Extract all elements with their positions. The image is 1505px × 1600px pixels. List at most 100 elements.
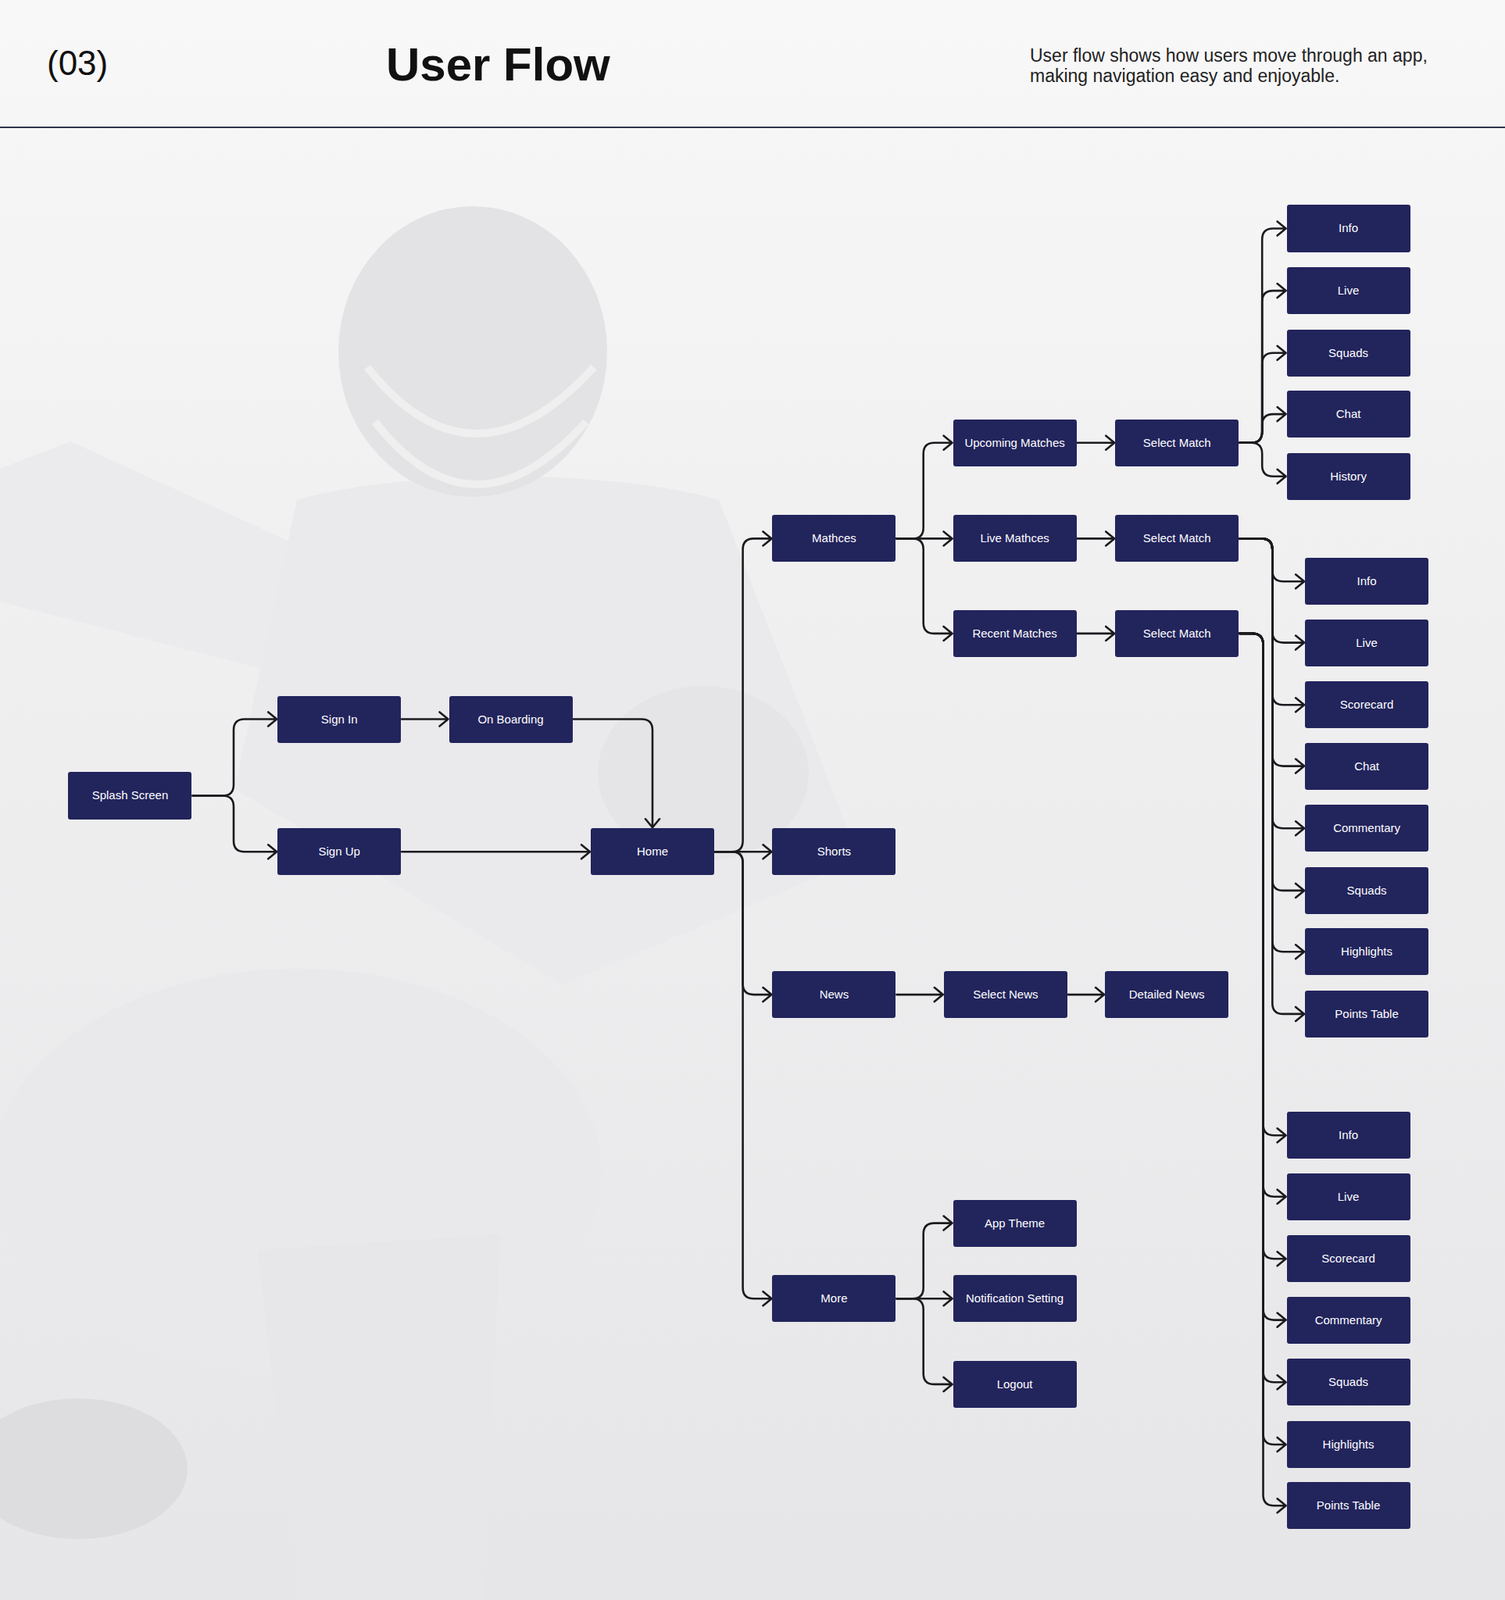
flow-box: Select Match: [1115, 610, 1239, 658]
flow-arrow: [1239, 221, 1286, 444]
box-label: Commentary: [1333, 821, 1401, 836]
box-label: Squads: [1347, 883, 1388, 898]
flow-arrow: [714, 531, 773, 852]
flow-box: Live: [1304, 619, 1429, 667]
flow-box: Select News: [943, 971, 1068, 1019]
flow-box: History: [1286, 453, 1411, 501]
box-label: Sign Up: [318, 844, 360, 859]
flow-box: Squads: [1286, 1358, 1411, 1406]
box-label: Select News: [972, 987, 1038, 1002]
box-label: Mathces: [811, 531, 857, 546]
box-label: Live: [1355, 636, 1378, 651]
box-label: Recent Matches: [972, 626, 1057, 641]
box-label: Highlights: [1340, 944, 1393, 959]
page-caption: User flow shows how users move through a…: [1029, 45, 1459, 86]
flow-arrow: [896, 987, 943, 1002]
flow-box: Shorts: [772, 828, 896, 876]
box-label: Live: [1337, 283, 1360, 298]
flow-box: App Theme: [953, 1200, 1077, 1248]
section-number: (03): [46, 43, 108, 83]
flow-box: Select Match: [1115, 514, 1239, 562]
flow-arrow: [1239, 443, 1286, 484]
box-label: History: [1329, 469, 1367, 484]
page-title: User Flow: [386, 37, 611, 92]
flow-box: More: [772, 1275, 896, 1323]
flow-box: Highlights: [1304, 928, 1429, 976]
flow-box: Logout: [953, 1361, 1077, 1409]
flow-arrow: [1077, 436, 1116, 451]
box-label: On Boarding: [477, 712, 544, 727]
flow-arrow: [1077, 626, 1116, 641]
box-label: Notification Setting: [965, 1291, 1064, 1306]
box-label: Commentary: [1315, 1313, 1383, 1328]
flow-arrow: [896, 1298, 952, 1392]
flow-box: Squads: [1286, 329, 1411, 377]
box-label: Shorts: [817, 844, 851, 859]
flow-box: Commentary: [1286, 1297, 1411, 1345]
flow-arrow: [193, 712, 278, 797]
box-label: Squads: [1328, 346, 1369, 361]
box-label: Home: [636, 844, 669, 859]
box-label: Scorecard: [1321, 1251, 1375, 1266]
box-label: Live: [1337, 1190, 1360, 1205]
flow-box: Sign In: [277, 696, 401, 744]
flow-box: Scorecard: [1286, 1235, 1411, 1283]
flow-box: Notification Setting: [953, 1275, 1077, 1323]
flow-box: Points Table: [1286, 1482, 1411, 1530]
box-label: Highlights: [1322, 1437, 1375, 1452]
flow-arrow: [1068, 987, 1105, 1002]
flow-box: Points Table: [1304, 990, 1429, 1038]
flow-box: Upcoming Matches: [953, 419, 1077, 467]
box-label: Chat: [1354, 759, 1380, 774]
flow-box: Squads: [1304, 867, 1429, 915]
flow-arrow: [1239, 283, 1286, 444]
flow-box: Highlights: [1286, 1421, 1411, 1469]
box-label: Info: [1338, 221, 1359, 236]
flow-arrow: [896, 436, 952, 540]
flow-box: On Boarding: [449, 696, 573, 744]
box-label: Squads: [1328, 1375, 1369, 1390]
box-label: Splash Screen: [92, 788, 169, 803]
flow-box: Recent Matches: [953, 610, 1077, 658]
flow-box: Chat: [1286, 390, 1411, 438]
box-label: Chat: [1336, 407, 1362, 422]
flow-box: Live: [1286, 267, 1411, 315]
flow-box: Scorecard: [1304, 681, 1429, 729]
box-label: Sign In: [321, 712, 358, 727]
torso-shape: [234, 476, 860, 985]
helmet-grille: [367, 367, 594, 485]
flow-box: Splash Screen: [67, 772, 192, 819]
flow-arrow: [401, 844, 590, 859]
box-label: Info: [1357, 574, 1377, 589]
box-label: Detailed News: [1129, 987, 1205, 1002]
box-label: Select Match: [1143, 436, 1212, 451]
box-label: App Theme: [984, 1216, 1045, 1231]
box-label: Select Match: [1143, 626, 1212, 641]
flow-arrow: [896, 1216, 952, 1300]
flow-arrow: [401, 712, 448, 727]
flow-box: Live: [1286, 1173, 1411, 1221]
flow-arrow: [1239, 538, 1305, 1022]
box-label: Live Mathces: [979, 531, 1049, 546]
flow-arrow: [1239, 346, 1286, 444]
box-label: Points Table: [1316, 1498, 1380, 1513]
shoe-shape: [0, 1398, 188, 1540]
shin-shape: [257, 1234, 501, 1600]
flow-box: Info: [1286, 204, 1411, 252]
helmet-shape: [338, 206, 608, 497]
flow-box: News: [772, 971, 896, 1019]
flow-box: Chat: [1304, 743, 1429, 791]
box-label: More: [820, 1291, 848, 1306]
flow-arrow: [1077, 531, 1116, 546]
flow-box: Info: [1286, 1111, 1411, 1159]
flow-arrow: [1239, 407, 1286, 444]
flow-box: Live Mathces: [953, 514, 1077, 562]
box-label: Upcoming Matches: [964, 436, 1065, 451]
box-label: News: [819, 987, 850, 1002]
flow-box: Detailed News: [1104, 971, 1229, 1019]
